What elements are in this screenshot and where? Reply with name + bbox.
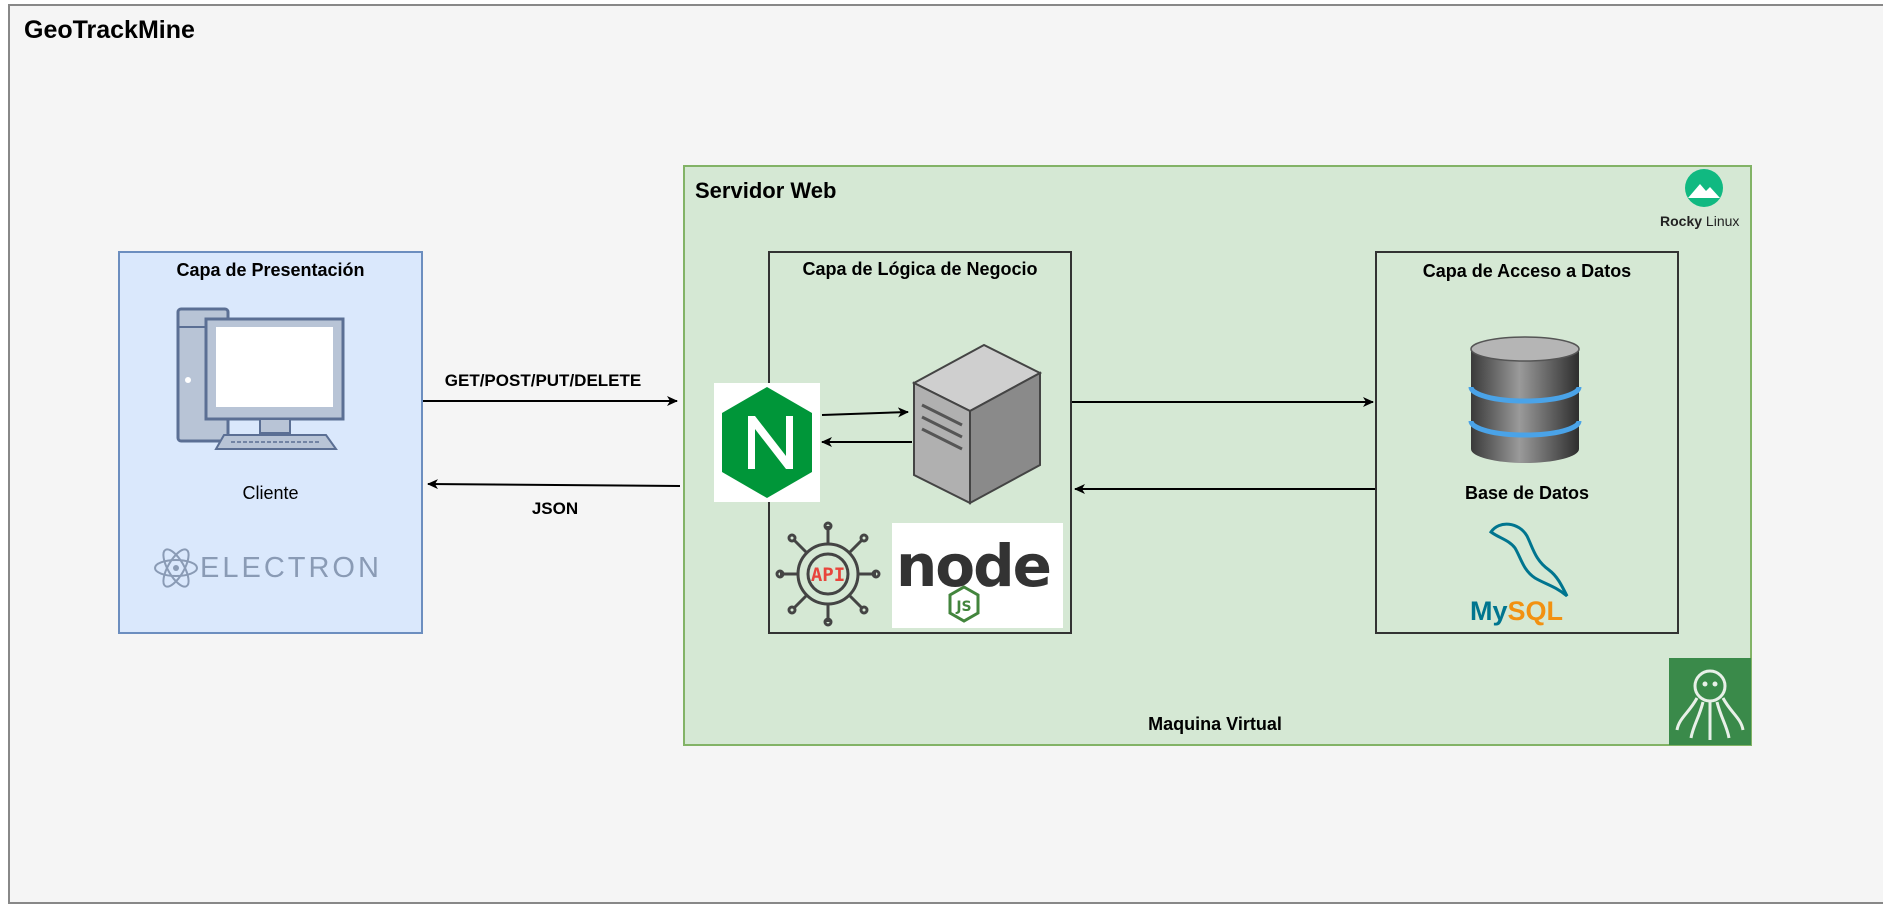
mysql-dolphin-icon [1488,522,1569,598]
virtual-machine-label: Maquina Virtual [1148,714,1282,734]
nodejs-logo-text: node [896,532,1050,600]
page-title: GeoTrackMine [24,16,195,44]
client-label: Cliente [242,483,299,503]
electron-logo-text: ELECTRON [200,552,382,584]
server-container [683,165,1752,746]
nginx-to-server-arrow [821,407,909,418]
data-access-layer-title: Capa de Acceso a Datos [1422,261,1632,281]
desktop-computer-icon [176,307,345,450]
response-arrow [427,479,681,490]
api-label: API [811,564,845,586]
nginx-icon [714,383,820,502]
database-icon [1468,336,1582,463]
request-label: GET/POST/PUT/DELETE [444,371,642,390]
logic-layer-title: Capa de Lógica de Negocio [802,259,1038,279]
nodejs-logo: node JS [892,523,1063,628]
svg-text:JS: JS [955,599,971,615]
server-title: Servidor Web [695,178,837,203]
data-access-layer-box [1375,251,1679,634]
electron-icon [154,548,198,588]
presentation-layer-title: Capa de Presentación [176,260,365,280]
database-label: Base de Datos [1464,483,1590,503]
server-tower-icon [911,343,1043,505]
rocky-linux-label: Rocky Linux [1660,213,1740,229]
api-gear-icon: API [775,521,881,627]
rocky-linux-icon [1685,169,1723,207]
octopus-icon [1669,658,1751,745]
response-label: JSON [531,499,579,518]
mysql-logo-text: MySQL [1470,596,1564,626]
